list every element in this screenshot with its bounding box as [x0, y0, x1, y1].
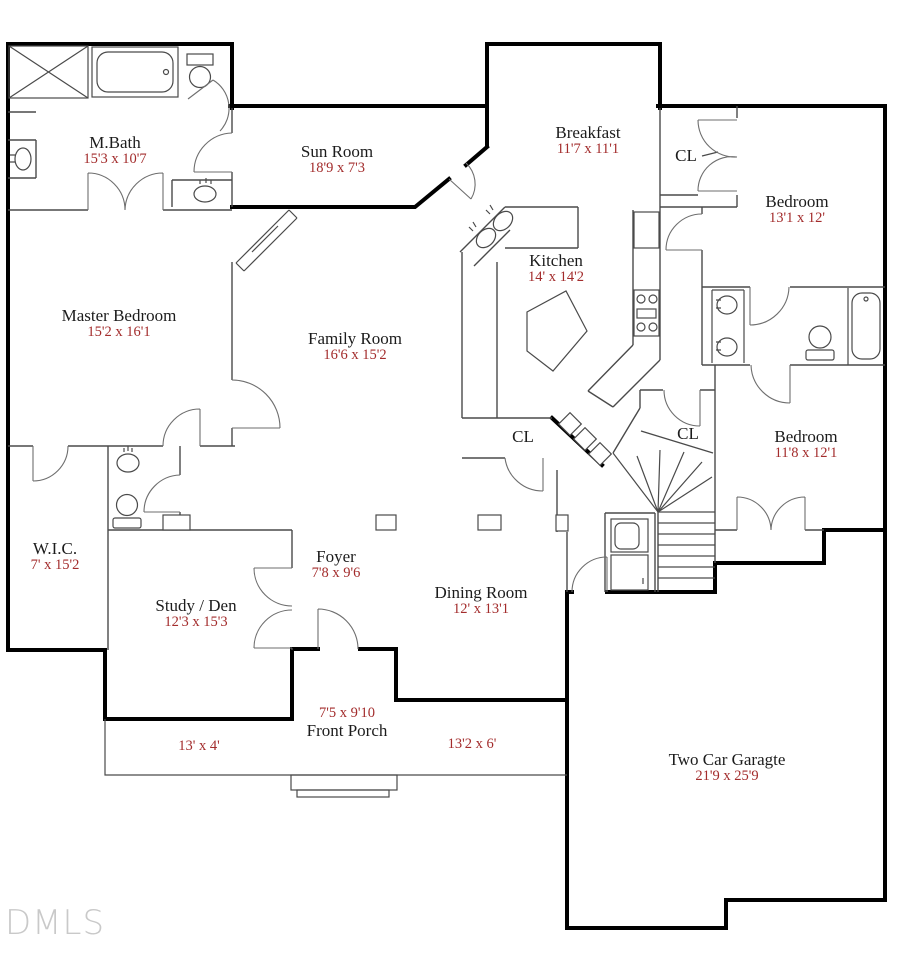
kitchen-island — [526, 290, 588, 372]
room-dims: 7' x 15'2 — [30, 557, 80, 574]
room-label-family: Family Room 16'6 x 15'2 — [308, 329, 402, 364]
interior-walls — [8, 106, 885, 650]
room-name: W.I.C. — [32, 539, 78, 558]
sink — [10, 147, 32, 171]
room-label-garage: Two Car Garagte 21'9 x 25'9 — [668, 750, 786, 785]
toilet — [186, 53, 214, 89]
front-porch-outline — [104, 719, 567, 798]
room-dims: 18'9 x 7'3 — [309, 160, 365, 177]
bathtub — [91, 46, 179, 98]
columns — [162, 514, 569, 532]
room-label-wic: W.I.C. 7' x 15'2 — [30, 539, 80, 574]
room-dims: 7'8 x 9'6 — [311, 565, 361, 582]
room-dims: 13'1 x 12' — [769, 210, 825, 227]
bar-stools — [557, 411, 613, 467]
room-name: Kitchen — [529, 251, 583, 270]
double-sink-vanity — [711, 289, 745, 363]
room-label-breakfast: Breakfast 11'7 x 11'1 — [555, 123, 621, 158]
room-dims: 15'3 x 10'7 — [83, 151, 147, 168]
closet-label-cl2: CL — [512, 427, 534, 446]
powder-room-fixtures — [112, 446, 142, 529]
room-name: Sun Room — [300, 142, 374, 161]
kitchen-double-sink — [468, 204, 514, 249]
watermark: DMLS — [5, 903, 106, 943]
room-label-kitchen: Kitchen 14' x 14'2 — [528, 251, 584, 286]
porch-right-dims: 13'2 x 6' — [447, 736, 497, 752]
room-name: Master Bedroom — [61, 306, 177, 325]
hall-bath-fixtures — [711, 288, 881, 365]
room-dims: 12' x 13'1 — [453, 601, 509, 618]
room-label-bedroom1: Bedroom 13'1 x 12' — [765, 192, 829, 227]
room-label-foyer: Foyer 7'8 x 9'6 — [311, 547, 361, 582]
exterior-walls — [6, 42, 887, 930]
room-name: Two Car Garagte — [668, 750, 786, 769]
kitchen-fixtures — [468, 204, 660, 467]
room-dims: 12'3 x 15'3 — [164, 614, 228, 631]
shower — [8, 45, 89, 99]
room-label-dining: Dining Room 12' x 13'1 — [434, 583, 528, 618]
staircase — [612, 449, 715, 592]
room-label-master: Master Bedroom 15'2 x 16'1 — [61, 306, 177, 341]
room-dims: 7'5 x 9'10 — [319, 705, 375, 721]
room-dims: 14' x 14'2 — [528, 269, 584, 286]
toilet — [805, 325, 835, 361]
master-bath-fixtures — [8, 45, 217, 203]
doors — [32, 79, 806, 650]
sink — [116, 446, 140, 473]
porch-left-dims: 13' x 4' — [178, 738, 220, 754]
room-label-bedroom2: Bedroom 11'8 x 12'1 — [774, 427, 838, 462]
room-name: Bedroom — [774, 427, 838, 446]
refrigerator — [633, 211, 660, 249]
room-name: Breakfast — [555, 123, 621, 142]
room-dims: 15'2 x 16'1 — [87, 324, 151, 341]
room-name: Foyer — [316, 547, 356, 566]
toilet — [112, 493, 142, 529]
room-name: Study / Den — [155, 596, 237, 615]
closet-label-cl3: CL — [677, 424, 699, 443]
room-dims: 11'8 x 12'1 — [774, 445, 838, 462]
room-name: Front Porch — [306, 720, 388, 740]
utility-closet — [610, 518, 649, 591]
room-label-sunroom: Sun Room 18'9 x 7'3 — [300, 142, 374, 177]
cooktop — [633, 289, 660, 337]
room-name: M.Bath — [89, 133, 141, 152]
room-name: Bedroom — [765, 192, 829, 211]
room-dims: 21'9 x 25'9 — [695, 768, 759, 785]
bathtub — [847, 288, 881, 365]
room-label-study: Study / Den 12'3 x 15'3 — [155, 596, 237, 631]
corner-fireplace — [235, 209, 298, 272]
room-label-mbath: M.Bath 15'3 x 10'7 — [83, 133, 147, 168]
sink — [193, 178, 217, 203]
closet-label-cl1: CL — [675, 146, 697, 165]
room-dims: 16'6 x 15'2 — [323, 347, 387, 364]
room-dims: 11'7 x 11'1 — [556, 141, 620, 158]
room-name: Dining Room — [434, 583, 528, 602]
room-name: Family Room — [308, 329, 402, 348]
room-label-porch: 7'5 x 9'10 Front Porch — [306, 705, 388, 740]
